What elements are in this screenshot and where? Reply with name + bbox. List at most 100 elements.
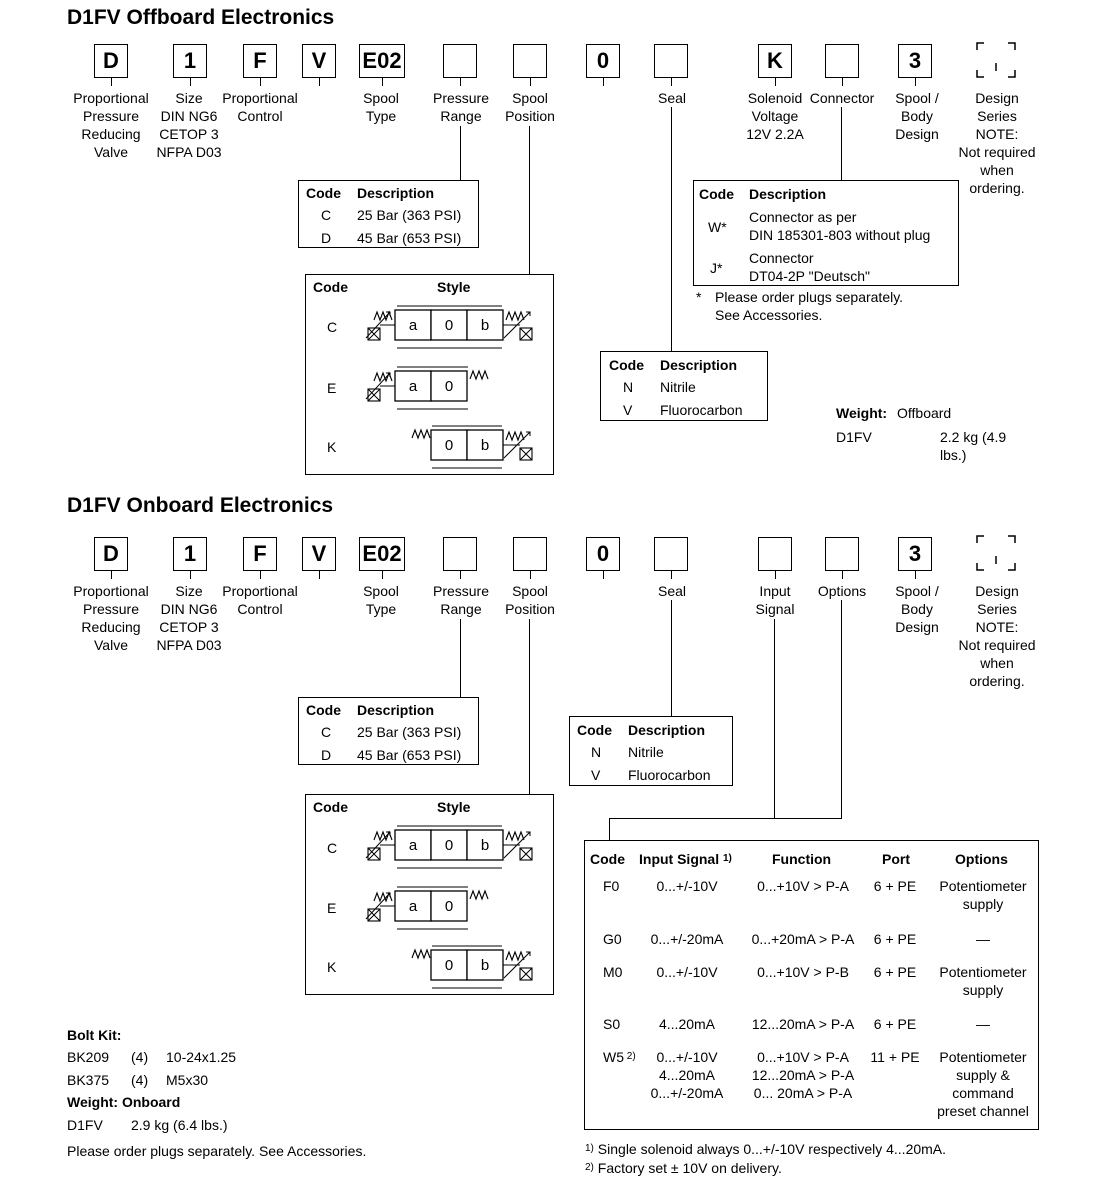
table-header-description: Description bbox=[660, 357, 738, 373]
code-box bbox=[825, 537, 859, 571]
weight-value: 2.2 kg (4.9 lbs.) bbox=[940, 429, 1007, 463]
label-options: Options bbox=[817, 583, 867, 599]
tick-line bbox=[460, 78, 462, 86]
label-solenoid-voltage: Solenoid Voltage 12V 2.2A bbox=[746, 90, 804, 142]
spool-code: K bbox=[327, 439, 337, 455]
weight-value: 2.9 kg (6.4 lbs.) bbox=[131, 1117, 228, 1133]
signal-port: 6 + PE bbox=[873, 931, 917, 947]
tick-line bbox=[530, 571, 532, 579]
table-cell: Fluorocarbon bbox=[660, 402, 743, 418]
label-proportional-control: Proportional Control bbox=[222, 90, 298, 124]
table-cell: Connector DT04-2P "Deutsch" bbox=[749, 250, 870, 284]
signal-options: — bbox=[976, 1016, 990, 1032]
footnote-2: 2) Factory set ± 10V on delivery. bbox=[585, 1160, 782, 1176]
tick-line bbox=[603, 78, 605, 86]
label-size: Size DIN NG6 CETOP 3 NFPA D03 bbox=[156, 583, 222, 653]
signal-port: 6 + PE bbox=[873, 964, 917, 980]
tick-line bbox=[111, 571, 113, 579]
bolt-kit-title: Bolt Kit: bbox=[67, 1027, 122, 1043]
table-header-description: Description bbox=[357, 185, 435, 201]
label-proportional-valve: Proportional Pressure Reducing Valve bbox=[73, 90, 149, 160]
table-cell: Connector as per DIN 185301-803 without … bbox=[749, 209, 931, 243]
signal-options: — bbox=[976, 931, 990, 947]
tick-line bbox=[775, 571, 777, 579]
footnote-star: * bbox=[696, 289, 702, 305]
code-box bbox=[513, 44, 547, 78]
table-header-style: Style bbox=[437, 799, 471, 815]
signal-port: 11 + PE bbox=[870, 1049, 920, 1065]
code-box bbox=[443, 537, 477, 571]
table-cell: J* bbox=[710, 260, 723, 276]
svg-text:0: 0 bbox=[445, 378, 453, 395]
svg-text:a: a bbox=[409, 317, 418, 334]
connector-line bbox=[460, 126, 462, 181]
tick-line bbox=[915, 571, 917, 579]
table-cell: D bbox=[321, 230, 332, 246]
label-spool-position: Spool Position bbox=[505, 90, 555, 124]
connector-line bbox=[671, 107, 673, 352]
section-title-offboard: D1FV Offboard Electronics bbox=[67, 6, 335, 29]
tick-line bbox=[190, 571, 192, 579]
label-size: Size DIN NG6 CETOP 3 NFPA D03 bbox=[156, 90, 222, 160]
plugs-note: Please order plugs separately. See Acces… bbox=[67, 1143, 367, 1159]
table-cell: N bbox=[591, 744, 602, 760]
spool-code: E bbox=[327, 380, 337, 396]
label-pressure-range: Pressure Range bbox=[432, 90, 490, 124]
signal-input: 0...+/-10V bbox=[656, 964, 718, 980]
signal-options: Potentiometer supply bbox=[939, 878, 1027, 912]
table-cell: V bbox=[623, 402, 633, 418]
signal-input: 0...+/-20mA bbox=[650, 931, 724, 947]
signal-port: 6 + PE bbox=[873, 1016, 917, 1032]
code-box: 1 bbox=[173, 537, 207, 571]
code-box: 1 bbox=[173, 44, 207, 78]
code-box: 0 bbox=[586, 44, 620, 78]
weight-model: D1FV bbox=[67, 1117, 103, 1133]
table-cell: 45 Bar (653 PSI) bbox=[357, 747, 462, 763]
footnote-1: 1) Single solenoid always 0...+/-10V res… bbox=[585, 1141, 947, 1157]
code-box: V bbox=[302, 44, 336, 78]
connector-line bbox=[609, 818, 842, 820]
label-proportional-control: Proportional Control bbox=[222, 583, 298, 617]
design-series-bracket-icon bbox=[976, 42, 1016, 78]
seal-table: Code Description N Nitrile V Fluorocarbo… bbox=[600, 351, 768, 421]
table-cell: Fluorocarbon bbox=[628, 767, 711, 783]
tick-line bbox=[530, 78, 532, 86]
code-box bbox=[758, 537, 792, 571]
svg-text:b: b bbox=[481, 437, 489, 454]
svg-text:0: 0 bbox=[445, 898, 453, 915]
table-cell: 25 Bar (363 PSI) bbox=[357, 724, 462, 740]
bolt-kit-model: BK375 bbox=[67, 1072, 110, 1088]
svg-text:b: b bbox=[481, 317, 489, 334]
bolt-kit-size: 10-24x1.25 bbox=[166, 1049, 237, 1065]
code-box: F bbox=[243, 537, 277, 571]
weight-model: D1FV bbox=[836, 429, 872, 445]
weight-onboard-title: Weight: Onboard bbox=[67, 1094, 181, 1110]
label-spool-type: Spool Type bbox=[363, 90, 399, 124]
table-cell: C bbox=[321, 207, 332, 223]
table-header-code: Code bbox=[313, 799, 348, 815]
code-box: F bbox=[243, 44, 277, 78]
connector-line bbox=[609, 818, 611, 840]
table-cell: Nitrile bbox=[660, 379, 696, 395]
code-box bbox=[443, 44, 477, 78]
weight-label: Weight: bbox=[836, 405, 888, 421]
svg-text:0: 0 bbox=[445, 317, 453, 334]
signal-port: 6 + PE bbox=[873, 878, 917, 894]
tick-line bbox=[671, 78, 673, 86]
tick-line bbox=[382, 571, 384, 579]
connector-table: Code Description W* Connector as per DIN… bbox=[693, 180, 959, 286]
label-design-series: Design Series NOTE: Not required when or… bbox=[958, 90, 1036, 196]
table-cell: 25 Bar (363 PSI) bbox=[357, 207, 462, 223]
table-header-style: Style bbox=[437, 279, 471, 295]
signal-input: 0...+/-10V 4...20mA 0...+/-20mA bbox=[650, 1049, 724, 1101]
connector-note: Please order plugs separately. See Acces… bbox=[715, 289, 904, 323]
connector-line bbox=[460, 619, 462, 698]
label-proportional-valve: Proportional Pressure Reducing Valve bbox=[73, 583, 149, 653]
svg-text:a: a bbox=[409, 837, 418, 854]
tick-line bbox=[775, 78, 777, 86]
signal-options: Potentiometer supply bbox=[939, 964, 1027, 998]
table-header-code: Code bbox=[306, 702, 341, 718]
table-header-code: Code bbox=[577, 722, 612, 738]
tick-line bbox=[603, 571, 605, 579]
